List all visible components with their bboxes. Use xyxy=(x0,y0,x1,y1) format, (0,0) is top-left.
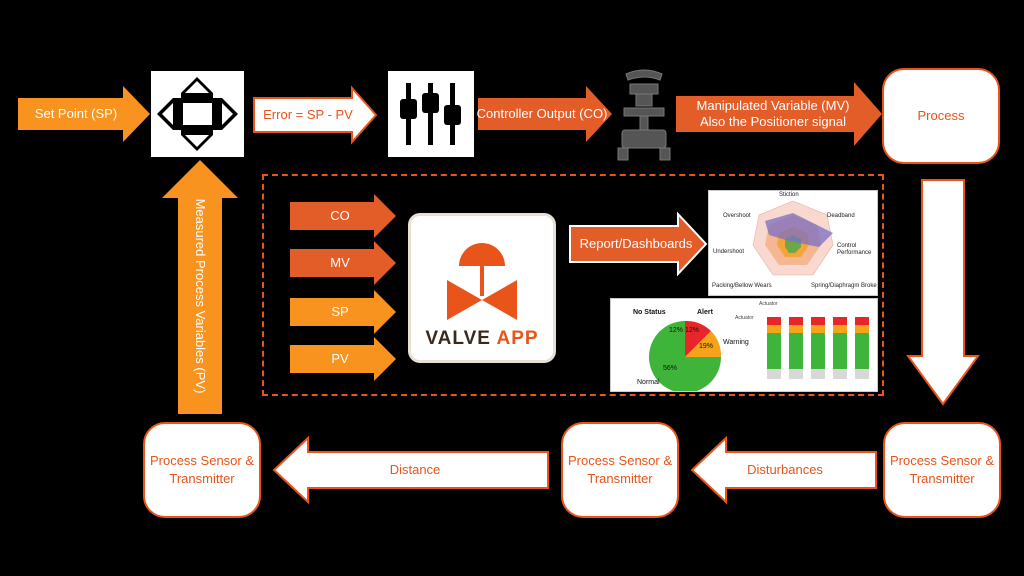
valve-app-logo xyxy=(447,243,517,320)
report-label: Report/Dashboards xyxy=(579,235,693,251)
sensor-mid-line2: Transmitter xyxy=(587,471,653,486)
pie-title: Actuator xyxy=(759,301,778,307)
manipulated-variable-line1: Manipulated Variable (MV) xyxy=(696,97,850,113)
input-arrow-pv xyxy=(290,337,396,381)
valve-app-word-2: APP xyxy=(496,328,539,349)
measured-pv-label: Measured Process Variables (PV) xyxy=(193,198,208,394)
pie-chart xyxy=(649,320,722,391)
pie-slice-alert xyxy=(685,320,711,357)
pie-pct-no-status: 12% xyxy=(669,327,684,334)
sensor-right-line2: Transmitter xyxy=(909,471,975,486)
radar-axis-deadband: Deadband xyxy=(827,213,855,219)
set-point-arrow xyxy=(18,86,150,142)
input-arrow-co xyxy=(290,194,396,238)
input-arrow-mv xyxy=(290,241,396,285)
manipulated-variable-arrow xyxy=(676,82,882,146)
set-point-label: Set Point (SP) xyxy=(34,105,118,121)
distance-label: Distance xyxy=(389,461,441,477)
process-box: Process xyxy=(882,68,1000,164)
sensor-box-left: Process Sensor & Transmitter xyxy=(143,422,261,518)
pie-pct-warning: 19% xyxy=(699,343,714,350)
sensor-left-line2: Transmitter xyxy=(169,471,235,486)
radar-axis-spring: Spring/Diaphragm Broke xyxy=(811,283,877,289)
pie-label-alert: Alert xyxy=(697,309,713,316)
controller-output-label: Controller Output (CO) xyxy=(476,105,608,121)
process-label: Process xyxy=(917,108,965,124)
sensor-left-line1: Process Sensor & xyxy=(149,453,255,469)
radar-axis-packing: Packing/Bellow Wears xyxy=(712,283,772,289)
radar-axis-undershoot: Undershoot xyxy=(713,249,745,255)
report-arrow xyxy=(569,211,708,277)
valve-actuator-icon xyxy=(617,69,671,161)
process-influences-arrow xyxy=(906,179,980,406)
radar-axis-overshoot: Overshoot xyxy=(723,213,751,219)
radar-chart xyxy=(752,200,834,276)
input-label-sp: SP xyxy=(331,303,349,319)
valve-app-panel xyxy=(262,174,884,396)
distance-arrow xyxy=(272,435,549,505)
controller-box xyxy=(388,71,474,157)
summing-junction-icon xyxy=(157,77,238,151)
status-dashboard-thumbnail: Actuator No Status Alert Warning Normal … xyxy=(610,298,878,392)
sensor-box-right: Process Sensor & Transmitter xyxy=(883,422,1001,518)
comparator-box xyxy=(151,71,244,157)
pie-slice-normal xyxy=(649,321,721,391)
radar-axis-stiction: Stiction xyxy=(779,192,799,198)
valve-app-word-1: VALVE xyxy=(425,328,491,349)
disturbances-arrow xyxy=(690,435,877,505)
pie-label-no-status: No Status xyxy=(633,309,666,316)
stacked-bars xyxy=(767,317,869,379)
pie-label-normal: Normal xyxy=(637,379,660,386)
valve-app-wordmark: VALVE APP xyxy=(411,328,553,350)
input-arrow-sp xyxy=(290,290,396,334)
pie-slice-warning xyxy=(685,331,722,357)
manipulated-variable-line2: Also the Positioner signal xyxy=(700,114,846,129)
error-arrow xyxy=(253,85,378,145)
radar-axis-control-performance: Control Performance xyxy=(837,243,872,257)
sensor-box-mid: Process Sensor & Transmitter xyxy=(561,422,679,518)
input-label-co: CO xyxy=(330,207,350,223)
valve-app-logo-box: VALVE APP xyxy=(408,213,556,363)
radar-chart-thumbnail: Stiction Deadband Control Performance Sp… xyxy=(708,190,878,296)
disturbances-label: Disturbances xyxy=(747,461,823,477)
input-label-mv: MV xyxy=(330,254,350,270)
controller-sliders-icon xyxy=(400,83,461,145)
manipulated-variable-label: Manipulated Variable (MV) Also the Posit… xyxy=(690,96,856,132)
measured-pv-arrow xyxy=(162,160,238,414)
controller-output-arrow xyxy=(478,86,612,142)
pie-label-warning: Warning xyxy=(723,339,749,346)
bar-chart-title: Actuator xyxy=(735,315,754,321)
pie-pct-alert: 12% xyxy=(685,327,700,334)
input-label-pv: PV xyxy=(331,350,349,366)
error-label: Error = SP - PV xyxy=(263,106,353,122)
sensor-mid-line1: Process Sensor & xyxy=(567,453,673,469)
pie-pct-normal: 56% xyxy=(663,365,678,372)
sensor-right-line1: Process Sensor & xyxy=(889,453,995,469)
stacked-bar-chart xyxy=(767,317,869,379)
process-influences-label: Process Influences xyxy=(936,240,951,350)
